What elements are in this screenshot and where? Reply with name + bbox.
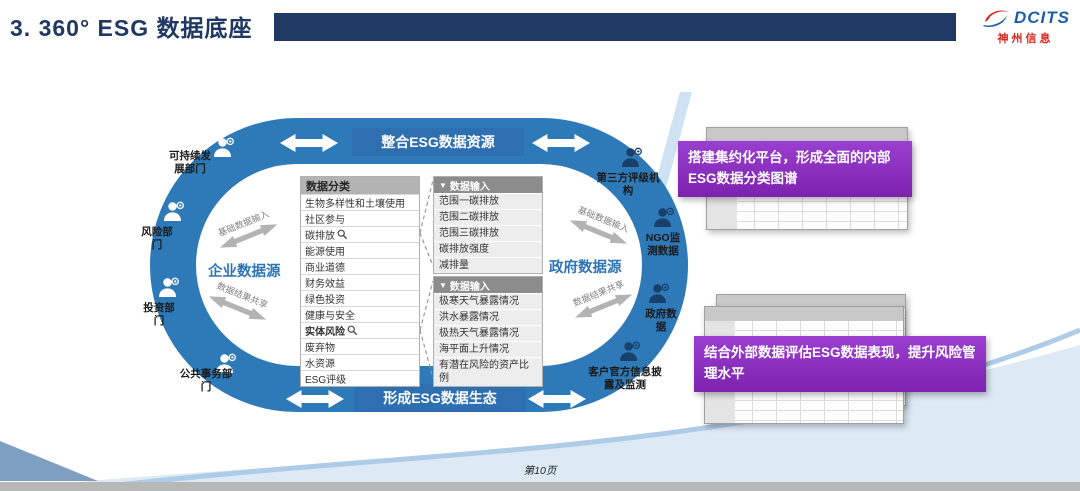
classification-row: 财务效益 — [301, 274, 419, 290]
bottom-gray-bar — [0, 482, 1080, 491]
classification-table-header: 数据分类 — [301, 177, 419, 194]
classification-row: 水资源 — [301, 354, 419, 370]
data-input-row: 范围三碳排放 — [434, 225, 542, 241]
double-arrow-icon — [574, 294, 633, 318]
callout-text: 结合外部数据评估ESG数据表现，提升风险管理水平 — [704, 345, 976, 381]
callout-external-data: 结合外部数据评估ESG数据表现，提升风险管理水平 — [694, 336, 986, 392]
stakeholder-label-right-1: NGO监测数据 — [645, 232, 681, 258]
company-logo: DCITS 神州信息 — [981, 7, 1070, 46]
ring-bottom-label: 形成ESG数据生态 — [354, 384, 526, 412]
stakeholder-label-right-0: 第三方评级机构 — [596, 172, 660, 198]
person-coin-icon — [618, 340, 642, 364]
logo-brand-text: DCITS — [1014, 8, 1070, 27]
stakeholder-label-right-2: 政府数据 — [645, 308, 677, 334]
data-input-box-2: ▼ 数据输入 极寒天气暴露情况洪水暴露情况极热天气暴露情况海平面上升情况有潜在风… — [433, 276, 543, 387]
person-coin-icon — [214, 352, 238, 376]
double-arrow-icon — [219, 224, 278, 248]
enterprise-data-source-label: 企业数据源 — [208, 264, 281, 280]
flow-right-top: 基础数据输入 — [556, 197, 646, 254]
flow-right-bottom: 数据结果共享 — [556, 271, 646, 328]
double-arrow-icon — [528, 390, 586, 408]
classification-row: ESG评级 — [301, 370, 419, 386]
person-coin-icon — [652, 206, 676, 230]
ring-top-label: 整合ESG数据资源 — [352, 128, 524, 156]
input-header-label: 数据输入 — [449, 181, 490, 193]
classification-row: 实体风险 — [301, 322, 419, 338]
page-title: 3. 360° ESG 数据底座 — [10, 15, 253, 41]
magnifier-icon — [347, 325, 358, 336]
double-arrow-icon — [208, 296, 267, 320]
classification-row: 生物多样性和土壤使用 — [301, 194, 419, 210]
logo-subtitle: 神州信息 — [997, 33, 1054, 45]
data-input-row: 极寒天气暴露情况 — [434, 293, 542, 309]
classification-row: 废弃物 — [301, 338, 419, 354]
stakeholder-label-left-0: 可持续发展部门 — [169, 150, 211, 176]
double-arrow-icon — [286, 390, 344, 408]
data-input-row: 洪水暴露情况 — [434, 309, 542, 325]
dcits-logo-icon — [983, 10, 1009, 27]
person-coin-icon — [620, 146, 644, 170]
data-input-row: 海平面上升情况 — [434, 341, 542, 357]
stakeholder-label-left-3: 公共事务部门 — [179, 368, 233, 394]
data-input-row: 极热天气暴露情况 — [434, 325, 542, 341]
person-coin-icon — [157, 276, 181, 300]
classification-row: 碳排放 — [301, 226, 419, 242]
data-input-header: ▼ 数据输入 — [434, 177, 542, 193]
data-input-row: 减排量 — [434, 257, 542, 273]
input-header-label: 数据输入 — [449, 281, 490, 293]
double-arrow-icon — [280, 134, 338, 152]
magnifier-icon — [337, 229, 348, 240]
page-number: 第10页 — [523, 465, 557, 477]
stakeholder-label-left-2: 投资部门 — [143, 302, 175, 328]
callout-text: 搭建集约化平台，形成全面的内部ESG数据分类图谱 — [688, 150, 891, 186]
stakeholder-label-right-3: 客户官方信息披露及监测 — [588, 366, 662, 392]
data-input-box-1: ▼ 数据输入 范围一碳排放范围二碳排放范围三碳排放碳排放强度减排量 — [433, 176, 543, 274]
callout-internal-platform: 搭建集约化平台，形成全面的内部ESG数据分类图谱 — [678, 141, 912, 197]
flow-left-top: 基础数据输入 — [201, 201, 291, 258]
data-classification-table: 数据分类 生物多样性和土壤使用社区参与碳排放能源使用商业道德财务效益绿色投资健康… — [300, 176, 420, 387]
person-coin-icon — [212, 136, 236, 160]
double-arrow-icon — [532, 134, 590, 152]
classification-row: 绿色投资 — [301, 290, 419, 306]
classification-row: 能源使用 — [301, 242, 419, 258]
person-coin-icon — [162, 200, 186, 224]
data-input-header: ▼ 数据输入 — [434, 277, 542, 293]
double-arrow-icon — [569, 220, 628, 244]
classification-row: 商业道德 — [301, 258, 419, 274]
person-coin-icon — [647, 282, 671, 306]
triangle-down-icon: ▼ — [439, 280, 447, 290]
triangle-down-icon: ▼ — [439, 180, 447, 190]
data-input-row: 范围二碳排放 — [434, 209, 542, 225]
classification-row: 社区参与 — [301, 210, 419, 226]
data-input-row: 碳排放强度 — [434, 241, 542, 257]
classification-row: 健康与安全 — [301, 306, 419, 322]
title-accent-bar — [274, 13, 956, 41]
data-input-row: 范围一碳排放 — [434, 193, 542, 209]
stakeholder-label-left-1: 风险部门 — [141, 226, 173, 252]
flow-left-bottom: 数据结果共享 — [195, 273, 285, 330]
government-data-source-label: 政府数据源 — [549, 260, 622, 276]
data-input-row: 有潜在风险的资产比例 — [434, 357, 542, 386]
